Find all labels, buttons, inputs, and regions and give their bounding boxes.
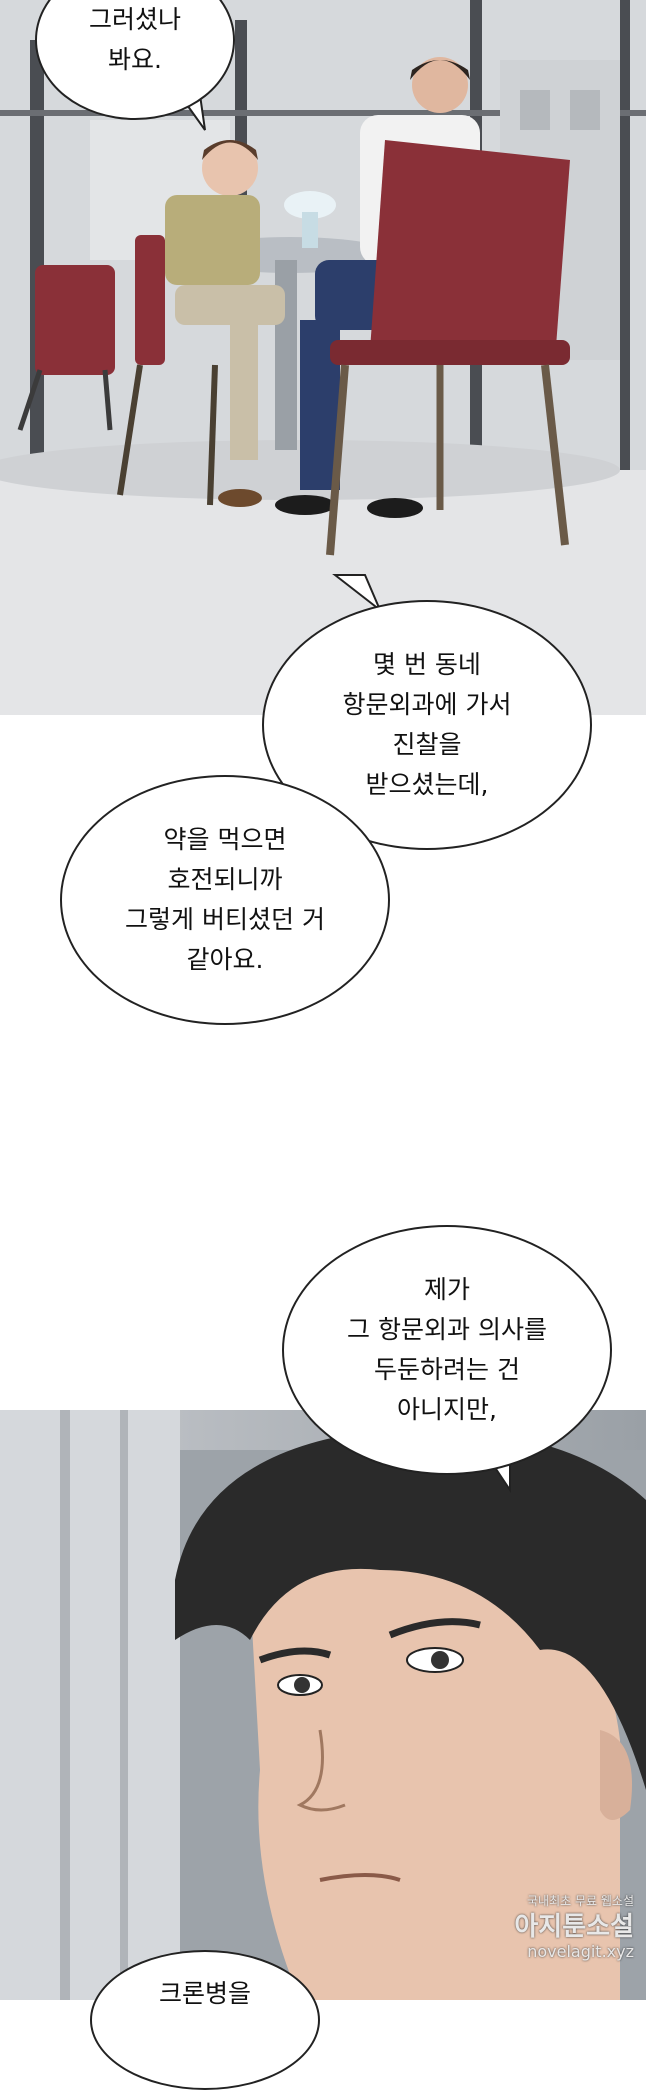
watermark-logo: 아지툰소설: [514, 1912, 634, 1942]
bubble-tail: [332, 574, 381, 611]
closeup-panel: [0, 1410, 646, 2000]
watermark-tagline: 국내최초 무료 웹소설: [527, 1894, 634, 1908]
cafe-illustration: [0, 0, 646, 715]
cafe-scene-panel: [0, 0, 646, 715]
watermark-url: novelagit.xyz: [527, 1942, 634, 1961]
face-illustration: [0, 1410, 646, 2000]
speech-bubble-3: 약을 먹으면 호전되니까 그렇게 버티셨던 거 같아요.: [60, 775, 390, 1025]
speech-bubble-5: 크론병을: [90, 1950, 320, 2090]
speech-bubble-4: 제가 그 항문외과 의사를 두둔하려는 건 아니지만,: [282, 1225, 612, 1475]
